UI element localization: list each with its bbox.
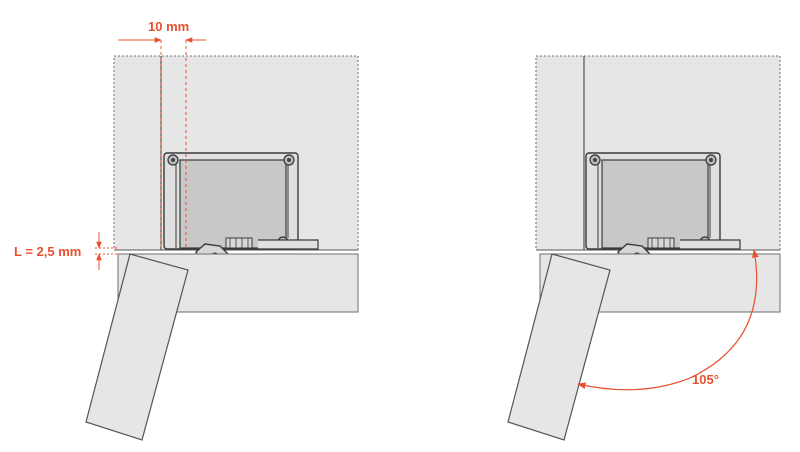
gap-width-dimension: [118, 37, 206, 250]
right-view: [507, 55, 781, 441]
left-door-open: [85, 253, 189, 441]
overlap-label: L = 2,5 mm: [14, 244, 81, 259]
left-view: [85, 37, 359, 441]
right-door-open: [507, 253, 611, 441]
left-hinge-plate: [163, 152, 319, 250]
gap-width-label: 10 mm: [148, 19, 189, 34]
right-hinge-plate: [585, 152, 741, 250]
opening-angle-arc: [577, 249, 759, 391]
overlap-dimension: [95, 232, 118, 270]
opening-angle-label: 105°: [692, 372, 719, 387]
